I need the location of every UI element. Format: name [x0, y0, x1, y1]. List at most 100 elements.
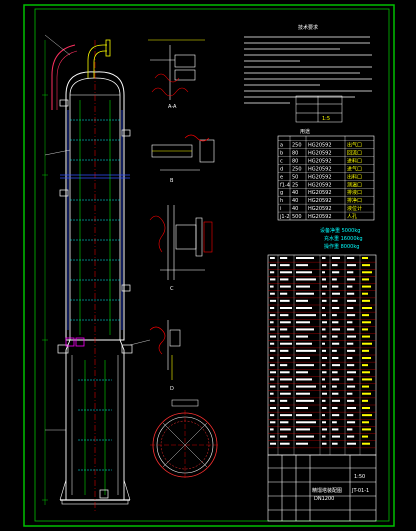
parts-cell-text: [296, 271, 312, 274]
nozzle-cell: g: [280, 190, 283, 196]
nozzle-cell: h: [280, 198, 283, 204]
parts-cell-text: [322, 435, 326, 438]
parts-cell-text: [280, 428, 291, 431]
nozzle-cell: 500: [292, 214, 302, 220]
nozzle-cell: 40: [292, 198, 298, 204]
title-block-drawing-no: JT-01-1: [351, 488, 369, 494]
weight-net: 设备净重 5000kg: [320, 227, 360, 234]
detail-view-side-nozzle: [149, 205, 213, 280]
parts-cell-text: [362, 385, 369, 388]
weight-operating: 操作重 8000kg: [324, 243, 359, 250]
parts-cell-text: [332, 385, 337, 388]
parts-cell-text: [296, 399, 314, 402]
nozzle-cell: d: [280, 166, 283, 172]
parts-cell-text: [270, 357, 274, 359]
parts-cell-text: [322, 299, 327, 302]
parts-cell-text: [362, 392, 371, 395]
parts-cell-text: [322, 257, 326, 259]
parts-cell-text: [270, 292, 275, 295]
parts-cell-text: [332, 407, 338, 409]
parts-cell-text: [296, 314, 316, 317]
parts-cell-text: [270, 421, 276, 424]
parts-cell-text: [296, 407, 308, 409]
title-block-scale: 1:50: [354, 474, 365, 480]
nozzle-cell: 测温口: [347, 181, 362, 188]
parts-cell-text: [270, 335, 276, 338]
symbol-scale: 1:5: [322, 116, 330, 122]
parts-cell-text: [280, 285, 291, 288]
parts-cell-text: [347, 407, 356, 409]
parts-cell-text: [322, 335, 327, 338]
parts-cell-text: [332, 292, 340, 295]
parts-cell-text: [296, 357, 310, 359]
parts-cell-text: [332, 435, 340, 438]
nozzle-cell: a: [280, 143, 283, 149]
outer-frame: [23, 4, 395, 527]
detail-label-c: C: [170, 286, 174, 292]
parts-cell-text: [362, 292, 368, 295]
parts-cell-text: [347, 321, 353, 324]
parts-cell-text: [296, 257, 314, 259]
parts-cell-text: [322, 428, 327, 431]
parts-cell-text: [296, 378, 312, 381]
parts-cell-text: [332, 442, 338, 445]
parts-cell-text: [322, 378, 325, 381]
parts-cell-text: [270, 307, 275, 309]
parts-cell-text: [270, 385, 276, 388]
nozzle-cell: 250: [292, 166, 302, 172]
parts-cell-text: [362, 314, 369, 317]
parts-cell-text: [347, 299, 356, 302]
parts-cell-text: [322, 371, 327, 374]
parts-cell-text: [270, 321, 274, 324]
parts-cell-text: [362, 399, 368, 402]
parts-cell-text: [362, 364, 368, 367]
parts-cell-text: [322, 357, 327, 359]
parts-cell-text: [270, 342, 275, 345]
parts-cell-text: [270, 392, 274, 395]
parts-cell-text: [332, 314, 337, 317]
nozzle-cell: c: [280, 159, 283, 165]
parts-cell-text: [296, 421, 316, 424]
parts-cell-text: [332, 399, 340, 402]
parts-cell-text: [362, 371, 370, 374]
parts-cell-text: [270, 299, 276, 302]
nozzle-cell: HG20592: [308, 198, 332, 204]
parts-cell-text: [280, 257, 288, 259]
detail-label-a: A-A: [168, 104, 177, 110]
parts-cell-text: [296, 321, 310, 324]
nozzle-cell: 50: [292, 174, 298, 180]
nozzle-cell: 出料口: [347, 173, 362, 180]
parts-cell-text: [270, 349, 276, 352]
parts-cell-text: [280, 407, 290, 409]
parts-cell-text: [347, 414, 354, 417]
nozzle-cell: f1-4: [280, 182, 290, 188]
parts-cell-text: [270, 257, 275, 259]
parts-cell-text: [362, 307, 372, 309]
parts-list-table: [267, 254, 377, 456]
detail-label-d: D: [170, 386, 174, 392]
parts-cell-text: [332, 414, 340, 417]
parts-cell-text: [322, 307, 325, 309]
parts-cell-text: [270, 278, 276, 281]
parts-cell-text: [332, 349, 337, 352]
parts-cell-text: [332, 264, 338, 267]
parts-cell-text: [280, 399, 288, 402]
nozzle-cell: 80: [292, 151, 298, 157]
nozzle-cell: HG20592: [308, 143, 332, 149]
parts-cell-text: [362, 257, 368, 259]
parts-cell-text: [296, 328, 314, 331]
nozzle-cell: 250: [292, 143, 302, 149]
title-block-name: 精馏塔装配图: [312, 487, 342, 494]
detail-view-flange: [151, 134, 215, 171]
parts-cell-text: [322, 264, 327, 267]
technical-notes-text: [244, 36, 372, 104]
parts-cell-text: [322, 314, 326, 317]
nozzle-cell: b: [280, 151, 283, 157]
top-vapor-pipe: [87, 39, 111, 78]
parts-cell-text: [347, 328, 355, 331]
manhole-marks: [65, 337, 85, 347]
parts-cell-text: [332, 271, 340, 274]
nozzle-cell: 回流口: [347, 150, 362, 157]
